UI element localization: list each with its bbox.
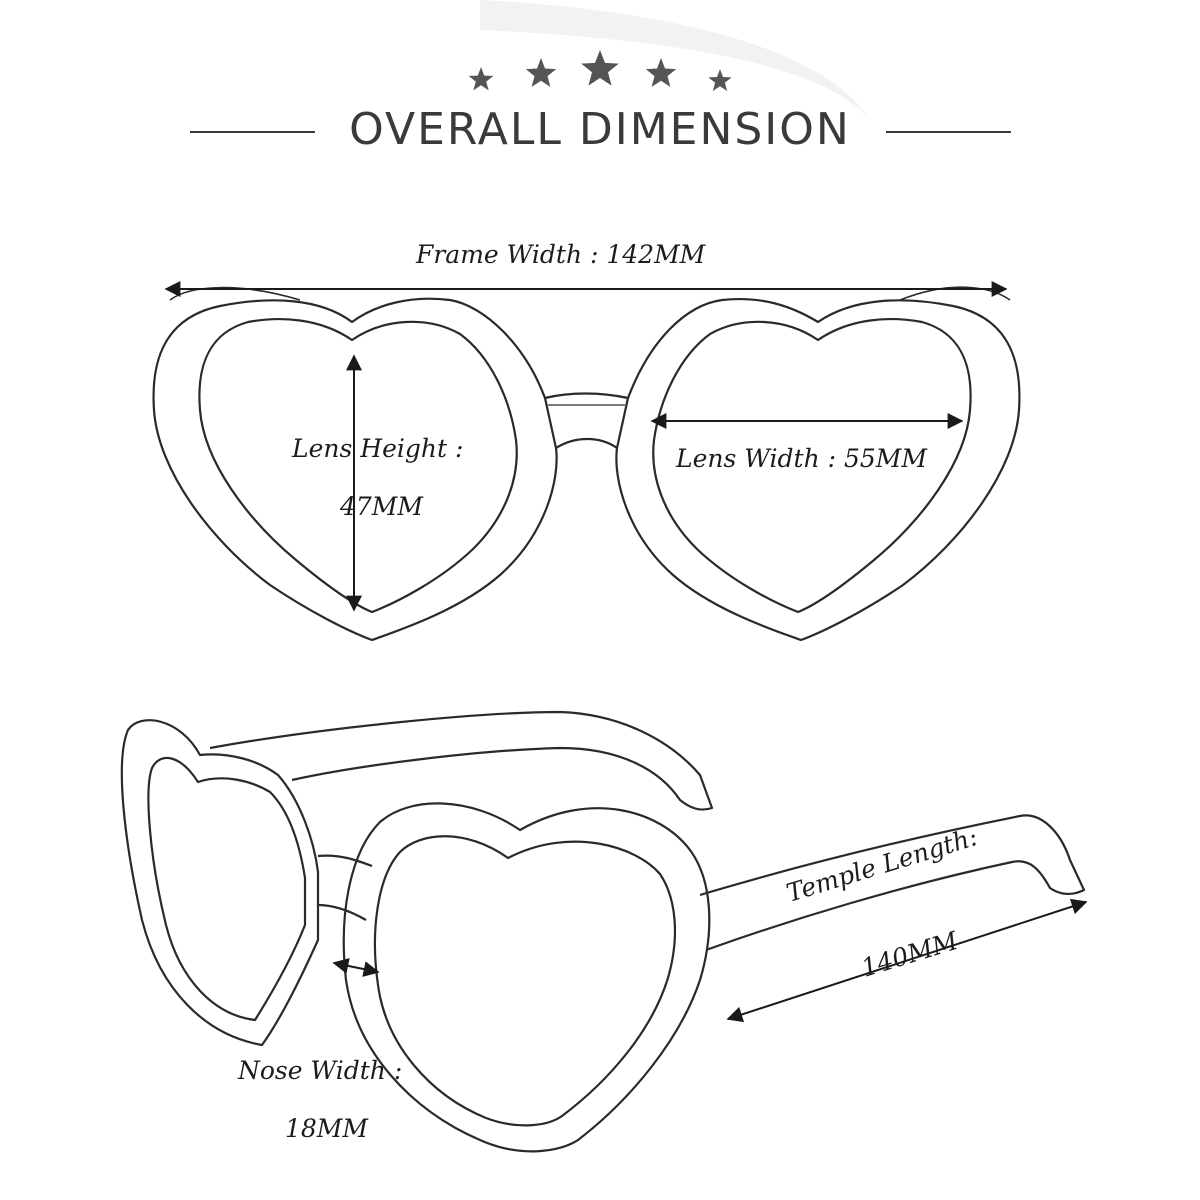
right-frame-outer: [615, 297, 1021, 642]
title-rule-right: [886, 131, 1011, 133]
lens-height-label: Lens Height :: [292, 434, 464, 463]
right-lens: [652, 318, 972, 614]
frame-width-label: Frame Width : 142MM: [416, 240, 706, 269]
star-icon: [708, 69, 732, 91]
title-rule-left: [190, 131, 315, 133]
temple-length-arrow: [726, 898, 1088, 1023]
background-swoosh: [480, 0, 870, 120]
front-dimension-arrows: [164, 281, 1008, 612]
side-bridge-lower: [317, 903, 367, 921]
left-lens: [198, 318, 518, 614]
front-view-glasses: [152, 286, 1021, 642]
page-title: OVERALL DIMENSION: [349, 104, 851, 155]
bridge-lower: [555, 438, 618, 449]
bridge: [544, 392, 629, 400]
lens-height-value: 47MM: [340, 492, 424, 521]
side-bridge: [317, 854, 373, 868]
star-icon: [645, 58, 677, 87]
far-frame-outer: [120, 719, 320, 1047]
side-dimension-arrows: [332, 898, 1088, 1023]
near-lens: [373, 835, 677, 1127]
star-icon: [525, 58, 557, 87]
nose-width-label: Nose Width :: [238, 1056, 403, 1085]
side-view-glasses: [120, 710, 1086, 1153]
nose-width-value: 18MM: [285, 1114, 369, 1143]
nose-width-arrow: [332, 958, 380, 977]
star-icon: [581, 50, 619, 86]
rating-stars: [468, 50, 732, 91]
star-icon: [468, 67, 494, 91]
far-temple-arm: [209, 710, 714, 811]
left-frame-outer: [152, 297, 558, 642]
near-temple-arm: [699, 814, 1086, 952]
near-frame-outer: [342, 802, 711, 1153]
lens-width-label: Lens Width : 55MM: [676, 444, 928, 473]
far-lens: [147, 756, 307, 1022]
